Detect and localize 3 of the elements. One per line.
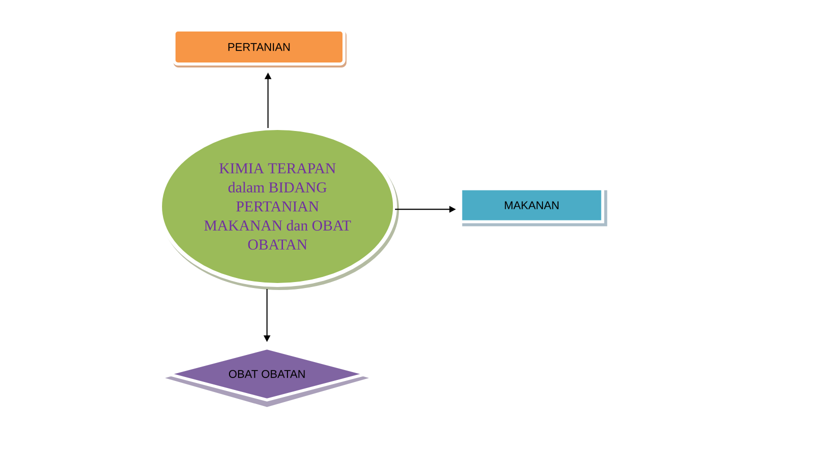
process-box: MAKANAN <box>459 187 608 226</box>
ellipse-node: KIMIA TERAPAN dalam BIDANG PERTANIAN MAKANAN dan OBAT OBATAN <box>158 126 399 290</box>
rounded-box: PERTANIAN <box>172 28 346 68</box>
